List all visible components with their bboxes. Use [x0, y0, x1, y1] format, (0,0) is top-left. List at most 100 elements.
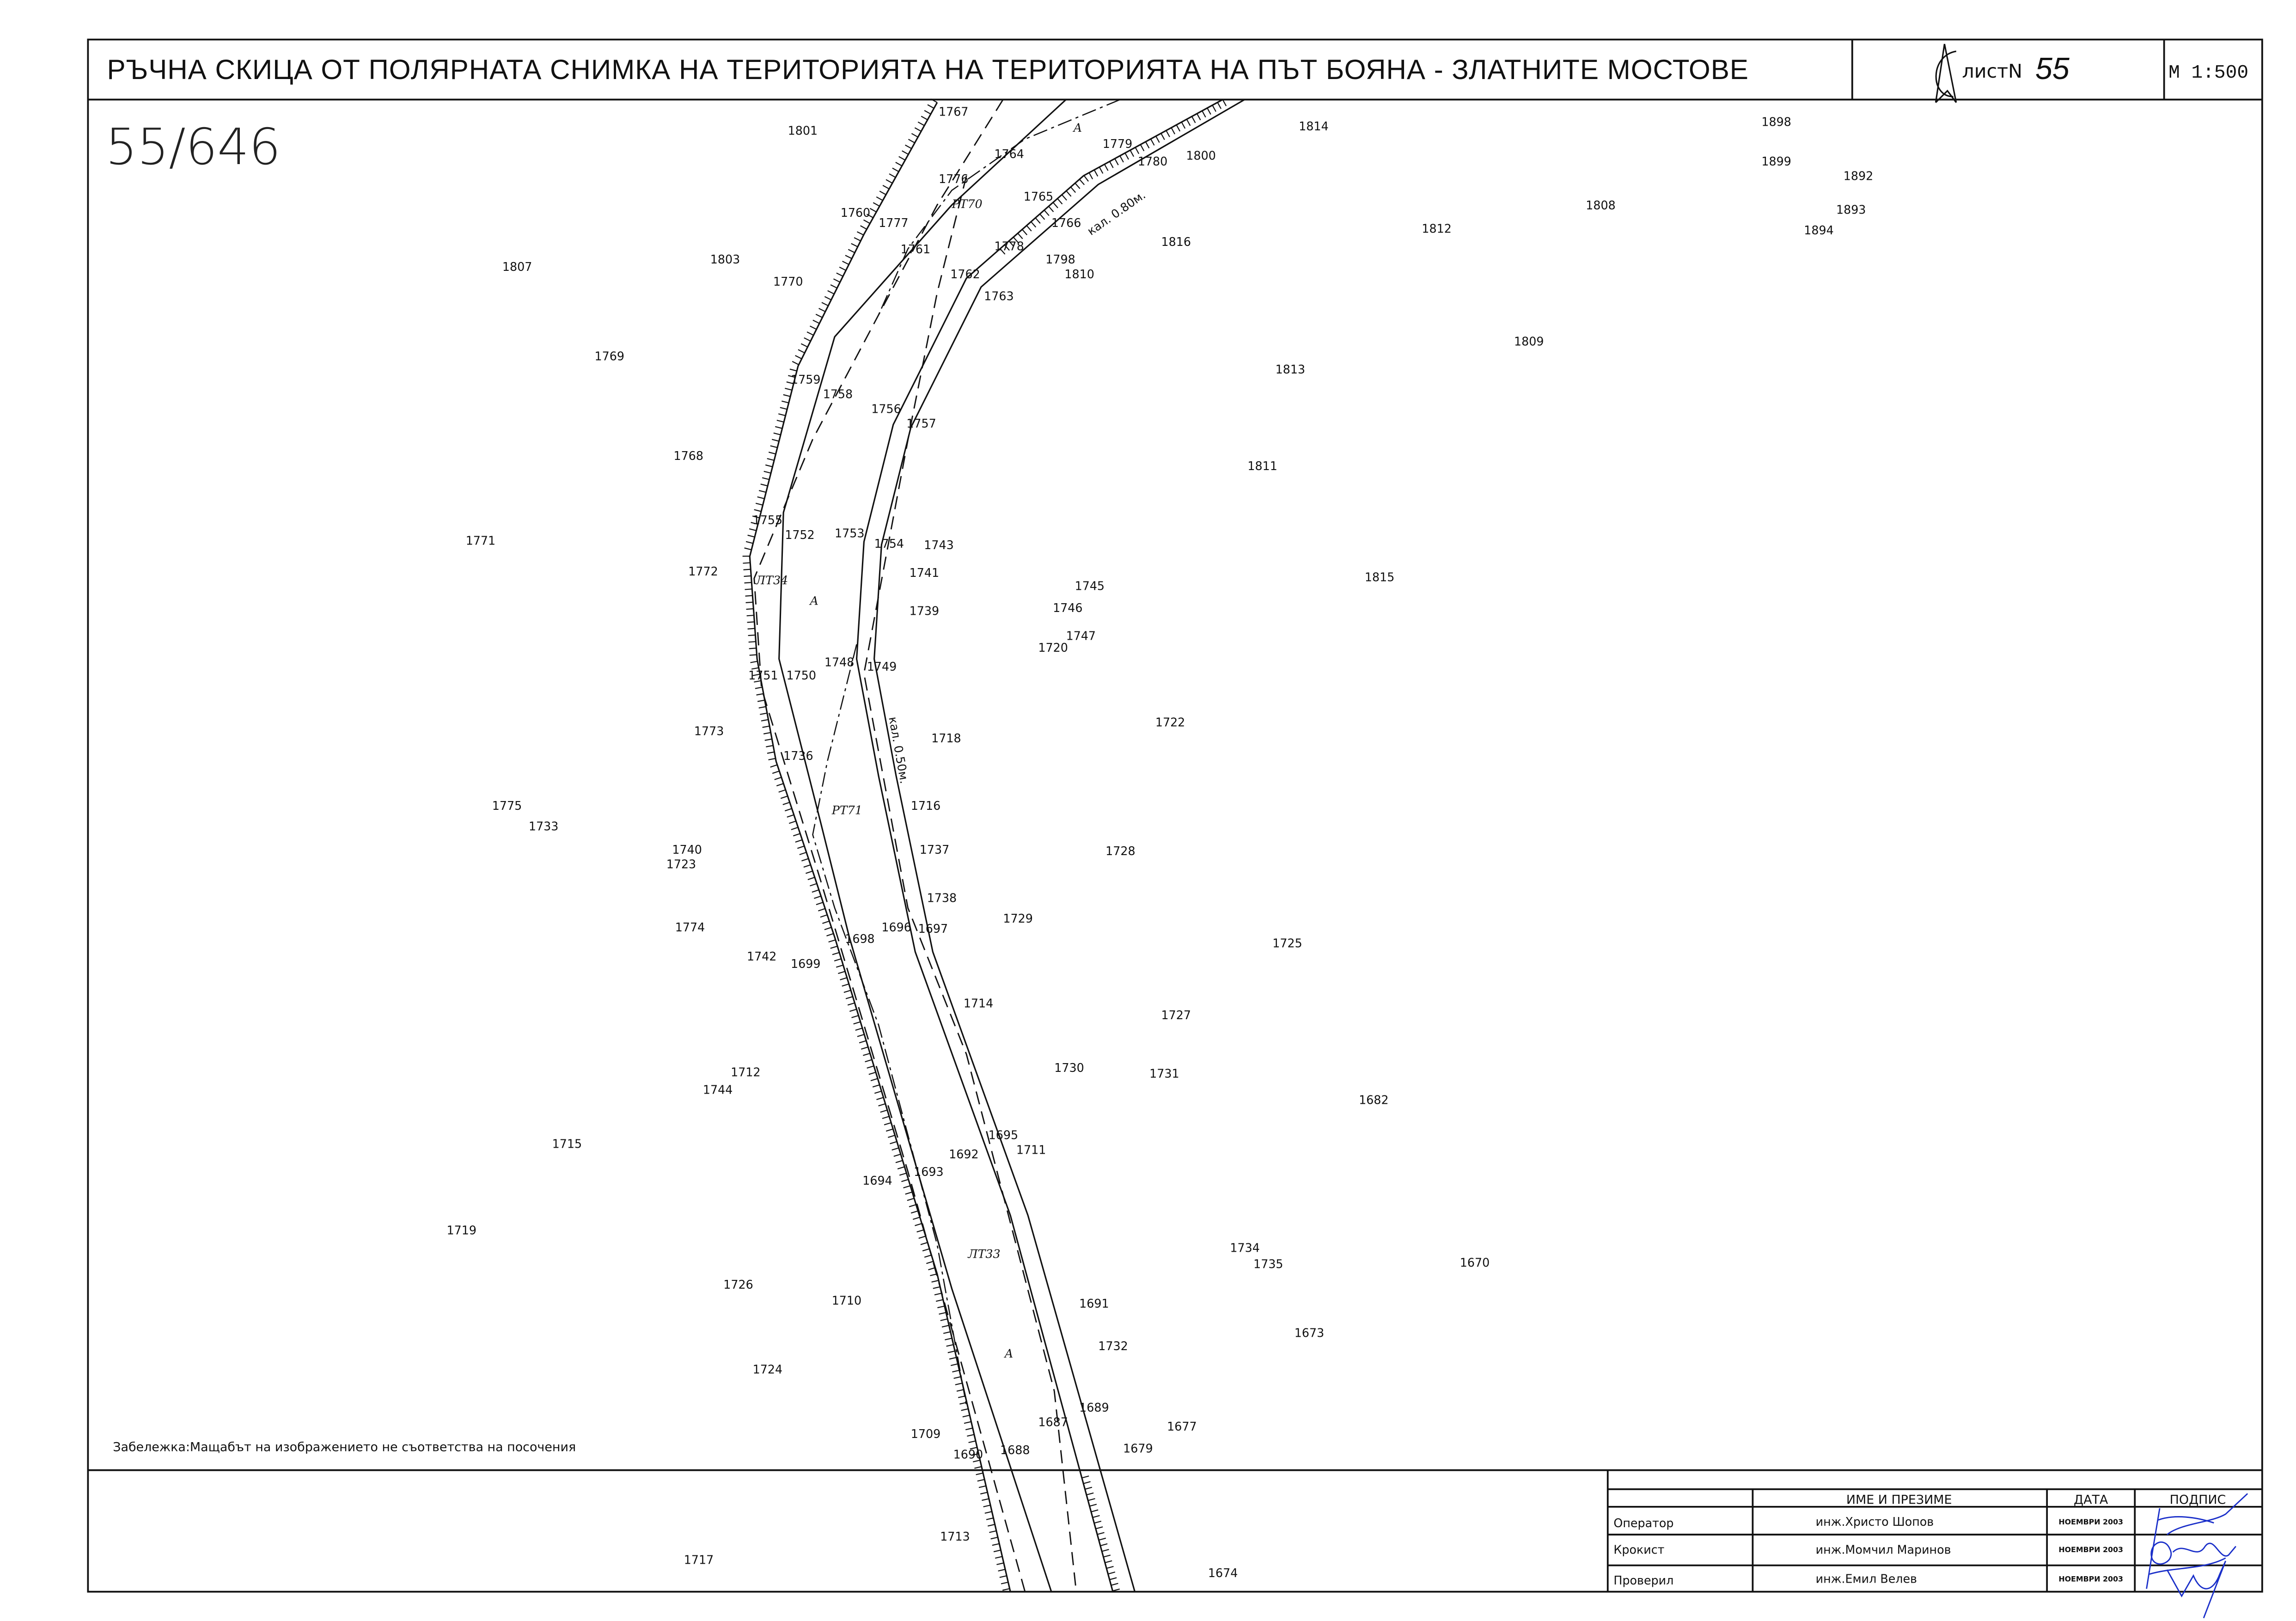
- hatch-tick: [908, 139, 915, 143]
- survey-point-label: 1892: [1844, 169, 1873, 183]
- survey-point-label: 1765: [1024, 190, 1053, 203]
- hatch-tick: [895, 162, 903, 166]
- hatch-tick: [851, 1015, 859, 1018]
- hatch-tick: [885, 1128, 893, 1132]
- hatch-tick: [1094, 1521, 1102, 1524]
- survey-point-label: 1778: [994, 239, 1024, 253]
- sheet-frame: [87, 38, 2263, 1593]
- survey-point-label: 1801: [788, 123, 818, 137]
- hatch-tick: [1212, 105, 1216, 112]
- header-date: ДАТА: [2074, 1493, 2108, 1507]
- left-slope-edge-line: [749, 102, 1011, 1592]
- hatch-tick: [964, 1421, 971, 1424]
- survey-point-label: 1689: [1079, 1401, 1109, 1414]
- hatch-tick: [788, 375, 795, 378]
- survey-point-label: 1690: [953, 1447, 983, 1461]
- hatch-tick: [1026, 225, 1032, 232]
- survey-point-label: 1716: [911, 799, 940, 813]
- hatch-tick: [879, 190, 886, 196]
- hatch-tick: [1048, 206, 1054, 212]
- survey-point-label: 1811: [1247, 459, 1277, 473]
- hatch-tick: [1106, 1566, 1114, 1569]
- header-name: ИМЕ И ПРЕЗИМЕ: [1846, 1493, 1952, 1507]
- survey-point-label: 1760: [841, 206, 870, 220]
- row-role: Крокист: [1613, 1542, 1664, 1556]
- hatch-tick: [746, 615, 754, 617]
- hatch-tick: [1070, 186, 1076, 193]
- survey-point-label: 1740: [672, 843, 702, 856]
- asphalt-label: А: [1072, 121, 1082, 135]
- hatch-tick: [1085, 1486, 1093, 1490]
- hatch-tick: [1140, 144, 1145, 152]
- handwritten-sheet-number: 55/646: [105, 118, 281, 176]
- survey-point-label: 1777: [879, 216, 908, 230]
- survey-point-label: 1670: [1460, 1255, 1490, 1269]
- survey-point-label: 1682: [1359, 1093, 1388, 1107]
- hatch-tick: [893, 1154, 901, 1157]
- survey-point-label: 1695: [989, 1128, 1018, 1142]
- survey-point-label: 1779: [1103, 137, 1132, 151]
- hatch-tick: [812, 889, 819, 893]
- survey-point-label: 1673: [1295, 1326, 1324, 1340]
- hatch-tick: [890, 1141, 897, 1144]
- hatch-tick: [1002, 1588, 1010, 1591]
- hatch-tick: [987, 1523, 995, 1527]
- hatch-tick: [1145, 141, 1150, 149]
- row-date: НОЕМВРИ 2003: [2058, 1574, 2123, 1583]
- hatch-tick: [745, 601, 753, 603]
- hatch-tick: [782, 801, 790, 805]
- hatch-tick: [915, 1223, 922, 1226]
- hatch-tick: [845, 996, 853, 999]
- hatch-tick: [1176, 124, 1181, 132]
- hatch-tick: [845, 255, 852, 259]
- hatch-tick: [885, 179, 893, 184]
- hatch-tick: [830, 284, 837, 289]
- hatch-tick: [801, 858, 809, 862]
- hatch-tick: [793, 833, 800, 837]
- hatch-tick: [878, 1103, 886, 1107]
- hatch-tick: [918, 1236, 926, 1239]
- hatch-tick: [1197, 113, 1201, 121]
- hatch-tick: [903, 1185, 911, 1188]
- dash-dot-line-top: [878, 99, 1121, 315]
- hatch-tick: [959, 1401, 967, 1405]
- hatch-tick: [814, 895, 821, 899]
- survey-point-label: 1731: [1149, 1067, 1179, 1081]
- hatch-tick: [762, 477, 769, 480]
- survey-point-label: 1812: [1422, 222, 1451, 236]
- station-rt70: РТ70: [951, 197, 982, 211]
- hatch-tick: [917, 121, 925, 126]
- row-date: НОЕМВРИ 2003: [2058, 1545, 2123, 1554]
- hatch-tick: [952, 1370, 960, 1373]
- survey-point-label: 1757: [906, 416, 936, 430]
- hatch-tick: [857, 1034, 865, 1037]
- survey-point-label: 1743: [924, 538, 953, 552]
- hatch-tick: [827, 290, 835, 294]
- hatch-tick: [752, 515, 760, 519]
- hatch-tick: [1086, 1492, 1094, 1496]
- hatch-tick: [810, 883, 817, 887]
- hatch-tick: [993, 1549, 1001, 1553]
- hatch-tick: [986, 1517, 994, 1520]
- survey-point-label: 1713: [940, 1529, 970, 1543]
- hatch-tick: [1088, 172, 1093, 180]
- hatch-tick: [1114, 158, 1119, 165]
- hatch-tick: [1004, 245, 1010, 251]
- hatch-tick: [1111, 1583, 1118, 1586]
- hatch-tick: [745, 541, 753, 544]
- survey-point-label: 1769: [594, 349, 624, 363]
- hatch-tick: [1101, 1549, 1109, 1552]
- hatch-tick: [798, 349, 805, 354]
- survey-point-label: 1691: [1079, 1297, 1109, 1310]
- hatch-tick: [768, 452, 776, 455]
- survey-point-label: 1800: [1186, 148, 1215, 162]
- hatch-tick: [1105, 1560, 1112, 1563]
- survey-point-label: 1810: [1064, 267, 1094, 281]
- hatch-tick: [892, 167, 899, 172]
- survey-point-label: 1696: [881, 920, 911, 934]
- hatch-tick: [820, 914, 828, 918]
- hatch-tick: [1091, 1509, 1099, 1512]
- survey-point-label: 1770: [773, 275, 803, 288]
- survey-point-label: 1688: [1000, 1443, 1030, 1457]
- hatch-tick: [999, 1575, 1007, 1578]
